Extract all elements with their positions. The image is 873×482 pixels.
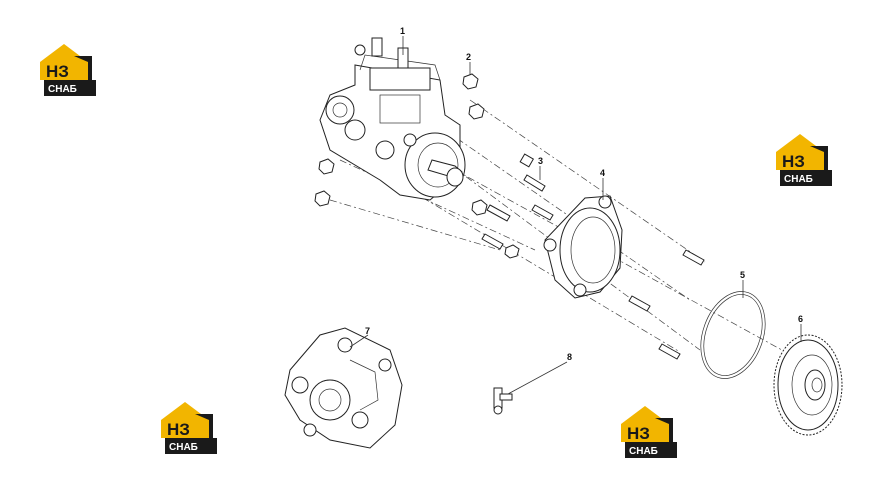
adapter-flange (543, 195, 623, 299)
callout-1: 1 (400, 26, 405, 36)
watermark-logo: НЗ СНАБ (161, 402, 217, 454)
svg-text:НЗ: НЗ (627, 424, 650, 443)
o-ring (700, 291, 766, 379)
studs (481, 153, 705, 360)
pump-housing (284, 327, 403, 449)
injection-pump (319, 37, 466, 201)
nuts (314, 73, 520, 259)
svg-text:СНАБ: СНАБ (169, 442, 198, 453)
svg-text:НЗ: НЗ (782, 152, 805, 171)
watermark-logo: НЗ СНАБ (776, 134, 832, 186)
svg-text:СНАБ: СНАБ (629, 446, 658, 457)
svg-text:НЗ: НЗ (46, 62, 69, 81)
callout-6: 6 (798, 314, 803, 324)
watermark-logo: НЗ СНАБ (40, 44, 96, 96)
sensor (493, 387, 513, 415)
callout-3: 3 (538, 156, 543, 166)
svg-text:СНАБ: СНАБ (48, 84, 77, 95)
svg-text:СНАБ: СНАБ (784, 174, 813, 185)
callout-2: 2 (466, 52, 471, 62)
callout-5: 5 (740, 270, 745, 280)
callout-7: 7 (365, 326, 370, 336)
leader-lines (349, 36, 802, 395)
watermark-logo: НЗ СНАБ (621, 406, 677, 458)
callout-8: 8 (567, 352, 572, 362)
callouts: 1 2 3 4 5 6 7 8 (365, 26, 803, 362)
drive-gear (773, 334, 843, 436)
callout-4: 4 (600, 168, 605, 178)
svg-text:НЗ: НЗ (167, 420, 190, 439)
